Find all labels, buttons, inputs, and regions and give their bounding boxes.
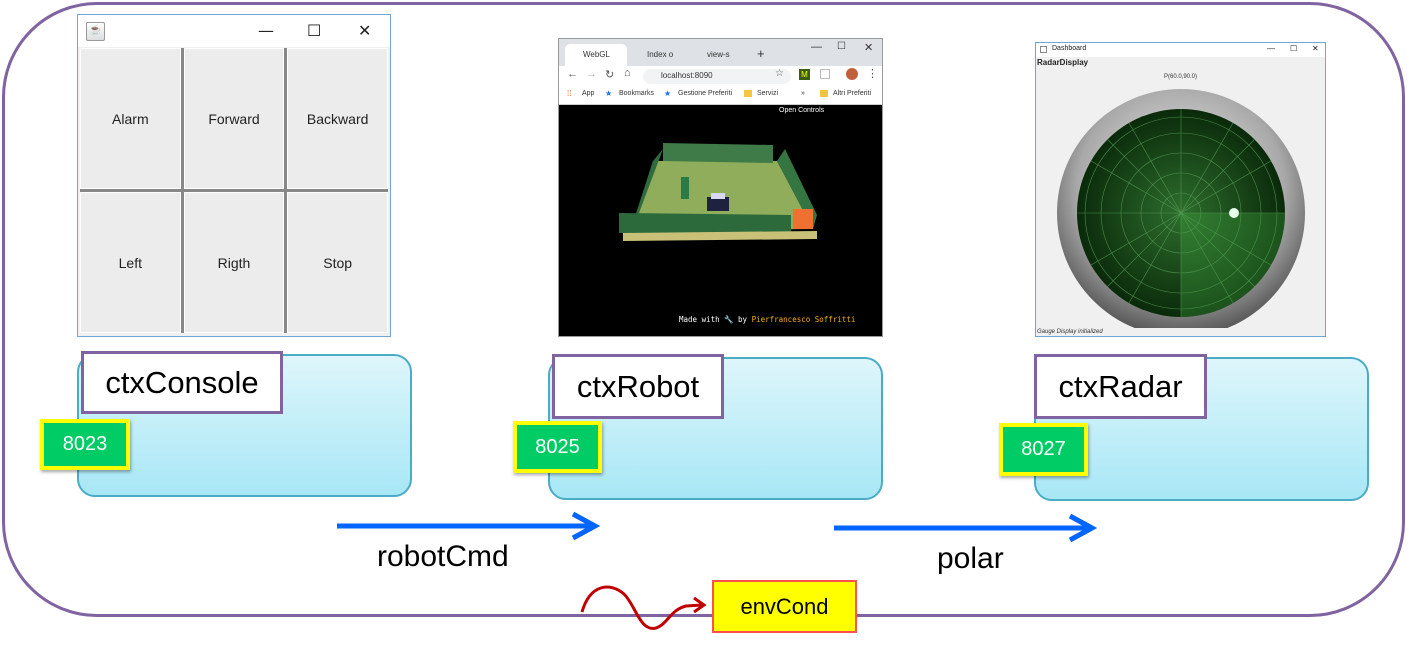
- minimize-icon[interactable]: —: [811, 41, 822, 53]
- sonar-box: [793, 209, 813, 229]
- dashboard-window: Dashboard — ☐ ✕ RadarDisplay P(60.0,90.0…: [1035, 42, 1326, 337]
- bookmark-bookmarks[interactable]: Bookmarks: [619, 90, 655, 97]
- tab-index[interactable]: Index o: [629, 44, 687, 66]
- browser-window: WebGL Index o view-s + — ☐ ✕ ← → ↻ ⌂ loc…: [558, 38, 883, 337]
- forward-icon[interactable]: →: [586, 68, 597, 80]
- minimize-button[interactable]: —: [258, 21, 274, 40]
- dashboard-titlebar: Dashboard — ☐ ✕: [1036, 43, 1325, 57]
- command-button-grid: Alarm Forward Backward Left Rigth Stop: [80, 48, 388, 333]
- base-slab: [623, 231, 817, 241]
- footer-made-text: Made with: [679, 315, 720, 324]
- app-icon: [1040, 46, 1047, 53]
- stop-button[interactable]: Stop: [287, 192, 388, 333]
- radar-heading: RadarDisplay: [1037, 58, 1089, 67]
- address-bar[interactable]: localhost:8090: [643, 69, 791, 84]
- reload-icon[interactable]: ↻: [605, 69, 615, 81]
- left-wall: [619, 149, 663, 231]
- address-text: localhost:8090: [661, 71, 713, 80]
- tab-strip: WebGL Index o view-s + — ☐ ✕: [559, 39, 882, 67]
- obstacle-pillar: [681, 177, 689, 199]
- message-label-robotcmd: robotCmd: [377, 540, 509, 573]
- radar-blip: [1229, 208, 1239, 218]
- maximize-icon[interactable]: ☐: [1290, 44, 1298, 53]
- minimize-icon[interactable]: —: [1267, 44, 1275, 53]
- maximize-icon[interactable]: ☐: [837, 41, 846, 52]
- message-label-polar: polar: [937, 542, 1004, 575]
- arrow-robotcmd: [337, 511, 601, 541]
- tab-label: WebGL: [583, 50, 610, 59]
- folder-icon: [744, 90, 752, 97]
- point-label: P(60.0,90.0): [1164, 74, 1198, 80]
- bookmark-servizi[interactable]: Servizi: [757, 90, 779, 97]
- right-button[interactable]: Rigth: [183, 192, 285, 333]
- left-button[interactable]: Left: [80, 192, 181, 333]
- star-icon[interactable]: ☆: [775, 68, 784, 79]
- wrench-icon: 🔧: [724, 315, 734, 324]
- backward-button[interactable]: Backward: [287, 48, 388, 189]
- bookmark-altri-preferiti[interactable]: Altri Preferiti: [833, 90, 872, 97]
- star-icon: ★: [664, 89, 672, 98]
- bookmarks-bar: ⁞⁞ App ★ Bookmarks ★ Gestione Preferiti …: [559, 86, 882, 105]
- maximize-button[interactable]: ☐: [307, 21, 322, 40]
- event-envcond: envCond: [712, 580, 857, 633]
- context-name-console: ctxConsole: [81, 351, 283, 414]
- java-icon: ☕: [86, 22, 105, 41]
- tab-webgl[interactable]: WebGL: [565, 44, 627, 66]
- port-badge-radar: 8027: [999, 423, 1088, 476]
- close-button[interactable]: ✕: [358, 21, 372, 40]
- bookmark-gestione-preferiti[interactable]: Gestione Preferiti: [678, 90, 733, 97]
- open-controls-link[interactable]: Open Controls: [779, 107, 825, 114]
- robot-top: [711, 193, 725, 199]
- console-window: ☕ — ☐ ✕ Alarm Forward Backward Left Rigt…: [77, 14, 391, 337]
- tab-label: Index o: [647, 50, 674, 59]
- star-icon: ★: [605, 89, 613, 98]
- window-title: Dashboard: [1052, 45, 1087, 52]
- folder-icon: [820, 90, 828, 97]
- bookmark-app[interactable]: App: [582, 90, 595, 97]
- virtual-robot-scene: [619, 143, 817, 241]
- radar-gauge: [1057, 89, 1305, 328]
- menu-icon[interactable]: ⋮: [867, 68, 878, 80]
- back-wall: [663, 143, 773, 163]
- footer-by-text: by: [738, 315, 748, 324]
- forward-button[interactable]: Forward: [183, 48, 285, 189]
- front-wall: [619, 213, 791, 235]
- profile-avatar[interactable]: [846, 68, 858, 80]
- system-boundary: [2, 2, 1405, 617]
- bookmark-overflow[interactable]: »: [801, 90, 805, 97]
- close-icon[interactable]: ✕: [864, 42, 874, 54]
- arrow-polar: [834, 513, 1098, 543]
- context-name-radar: ctxRadar: [1034, 354, 1207, 419]
- page-footer: Made with 🔧 by Pierfrancesco Soffritti: [679, 315, 855, 324]
- context-name-robot: ctxRobot: [552, 354, 724, 419]
- browser-chrome: WebGL Index o view-s + — ☐ ✕ ← → ↻ ⌂ loc…: [559, 39, 882, 105]
- home-icon[interactable]: ⌂: [624, 67, 631, 79]
- tab-label: view-s: [707, 50, 730, 59]
- extension-icon[interactable]: [820, 69, 830, 79]
- apps-icon: ⁞⁞: [567, 89, 572, 98]
- close-icon[interactable]: ✕: [1312, 44, 1319, 53]
- extension-icon[interactable]: M: [799, 69, 810, 80]
- address-row: ← → ↻ ⌂ localhost:8090 ☆ M ⋮: [559, 66, 882, 86]
- port-badge-robot: 8025: [513, 421, 602, 473]
- port-badge-console: 8023: [40, 419, 130, 470]
- alarm-button[interactable]: Alarm: [80, 48, 181, 189]
- console-titlebar: ☕ — ☐ ✕: [78, 15, 390, 47]
- new-tab-button[interactable]: +: [757, 46, 765, 61]
- event-arrow-envcond: [580, 585, 707, 630]
- robot-body: [707, 197, 729, 211]
- footer-author-link[interactable]: Pierfrancesco Soffritti: [751, 315, 856, 324]
- status-text: Gauge Display initialized: [1037, 329, 1103, 335]
- radar-sweep: [1181, 213, 1285, 317]
- tab-view[interactable]: view-s: [689, 44, 747, 66]
- back-icon[interactable]: ←: [567, 68, 578, 80]
